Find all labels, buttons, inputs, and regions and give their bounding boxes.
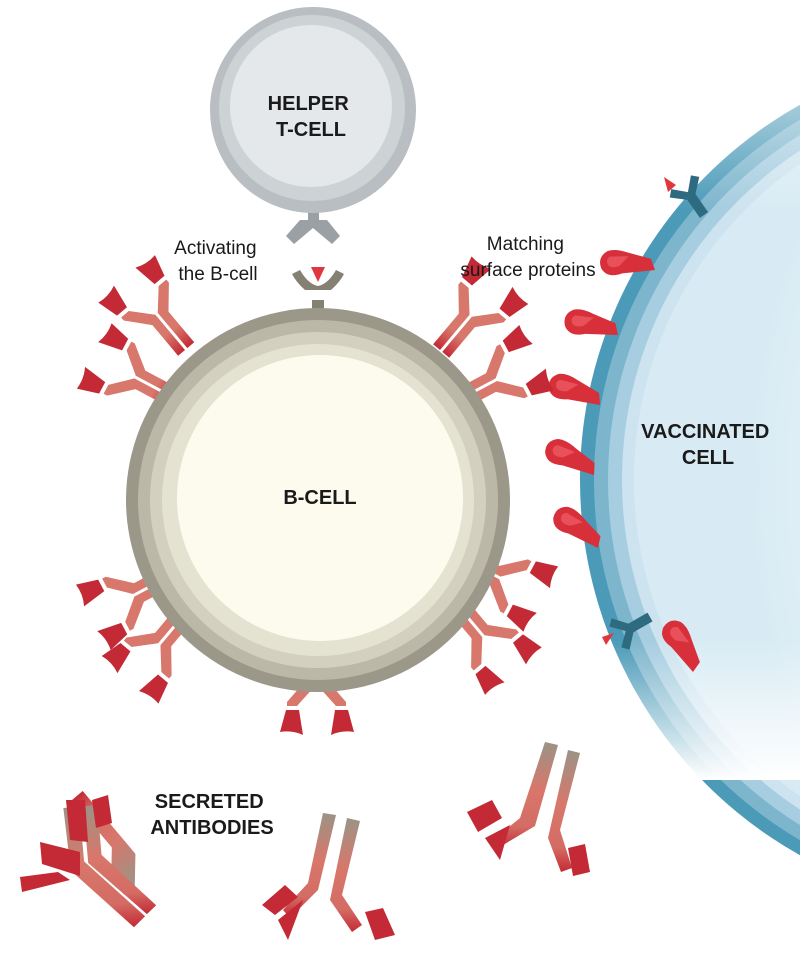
helper-t-cell bbox=[210, 7, 416, 244]
t-cell-inner bbox=[230, 25, 392, 187]
surface-protein-3 bbox=[547, 371, 600, 409]
vaccinated-cell-label: VACCINATED CELL bbox=[641, 421, 775, 469]
b-cell-cytoplasm bbox=[177, 355, 463, 641]
b-cell bbox=[126, 270, 510, 692]
helper-t-cell-label: HELPER T-CELL bbox=[268, 93, 355, 141]
t-cell-receptor bbox=[286, 220, 340, 244]
secreted-antibodies-label: SECRETED ANTIBODIES bbox=[150, 791, 273, 839]
antigen-fragment-top bbox=[664, 177, 676, 192]
b-cell-label: B-CELL bbox=[283, 487, 356, 509]
teal-receptor-bottom bbox=[609, 612, 653, 650]
top-fade bbox=[560, 0, 800, 210]
matching-proteins-label: Matching surface proteins bbox=[460, 234, 595, 281]
secreted-antibody-1 bbox=[20, 795, 157, 928]
activating-label: Activating the B-cell bbox=[174, 238, 262, 285]
secreted-antibody-2 bbox=[262, 813, 395, 940]
b-cell-receptor bbox=[292, 270, 344, 290]
vaccinated-cell bbox=[560, 0, 800, 856]
secreted-antibody-3 bbox=[467, 742, 590, 876]
activation-antigen bbox=[311, 267, 325, 282]
bottom-fade bbox=[560, 640, 800, 780]
teal-receptor-top bbox=[669, 175, 709, 218]
antigen-fragment-bottom bbox=[602, 633, 614, 645]
